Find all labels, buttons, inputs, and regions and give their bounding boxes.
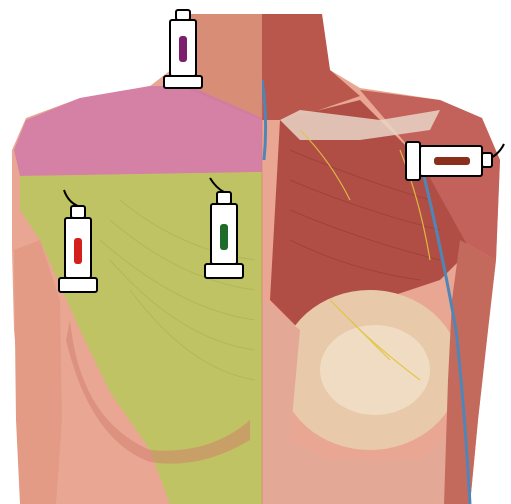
probe-indicator-purple xyxy=(179,36,187,62)
probe-indicator-brown xyxy=(434,157,470,165)
ultrasound-probe-icon xyxy=(56,188,102,298)
mammary-lobules-right xyxy=(320,325,430,415)
probe-indicator-green xyxy=(220,224,228,250)
ultrasound-probe-icon xyxy=(202,176,248,282)
ultrasound-probe-icon xyxy=(162,8,204,92)
ultrasound-probe-icon xyxy=(404,138,508,184)
probe-indicator-red xyxy=(74,238,82,264)
